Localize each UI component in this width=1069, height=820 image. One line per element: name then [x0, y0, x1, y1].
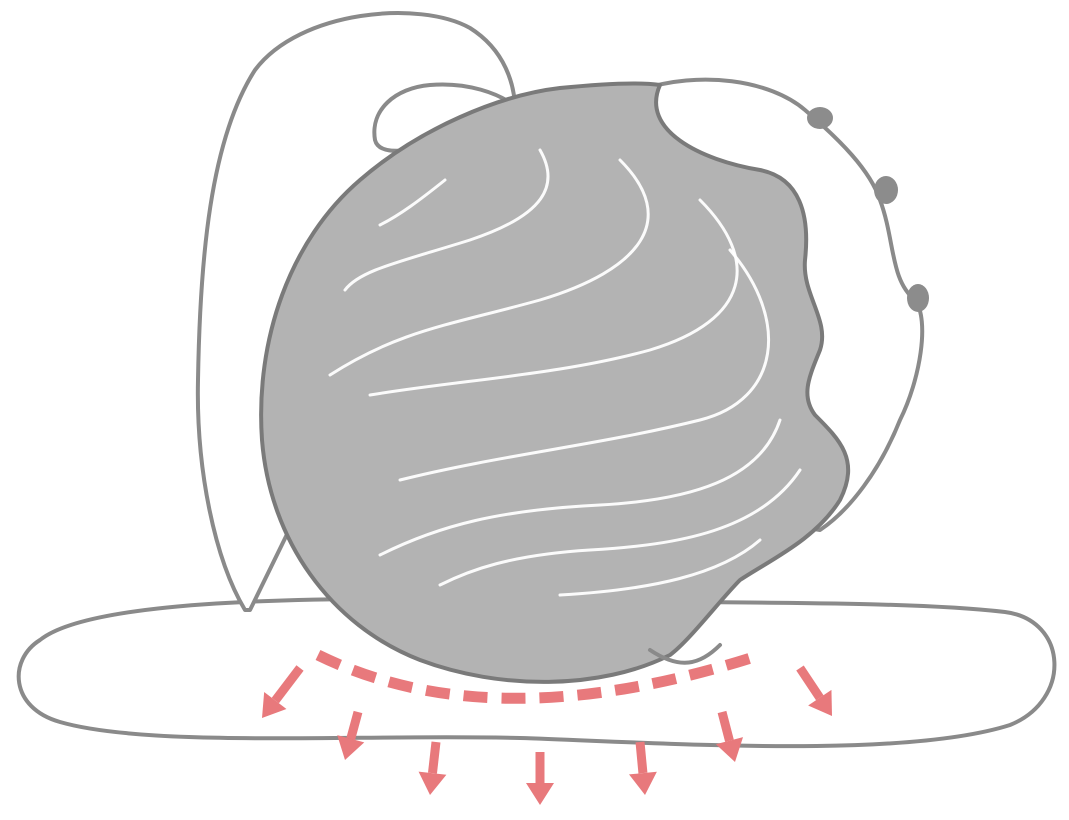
- pressure-arrow-icon: [419, 742, 447, 795]
- pressure-arrow-icon: [629, 742, 657, 795]
- pressure-arrow-icon: [526, 752, 554, 805]
